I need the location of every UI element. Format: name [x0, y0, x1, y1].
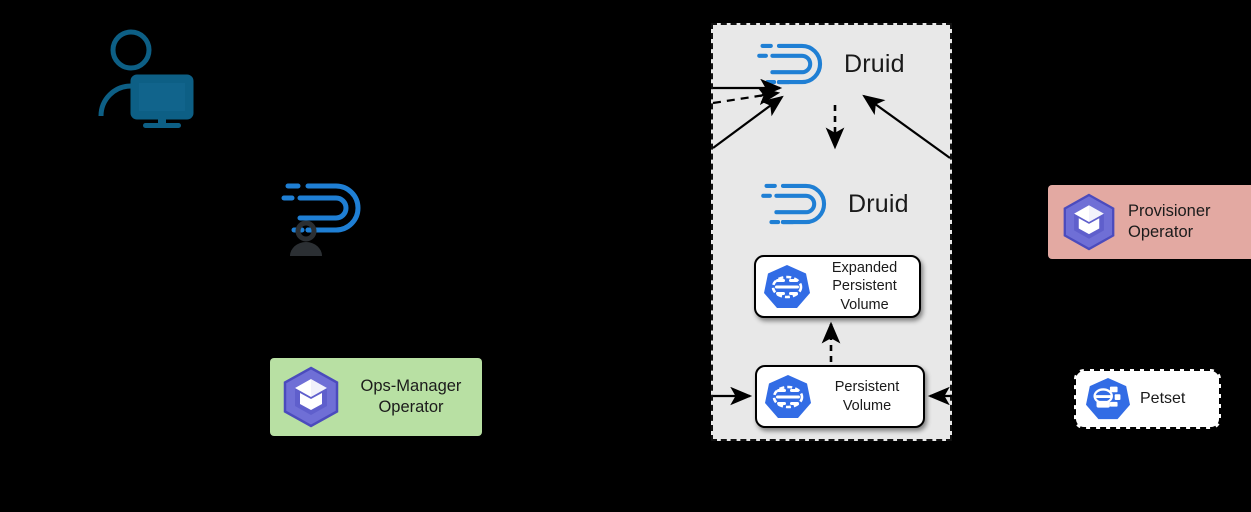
provisioner-operator-chip[interactable]: Provisioner Operator — [1048, 185, 1251, 259]
user-at-computer-icon — [95, 28, 195, 128]
ops-manager-operator-label: Ops-Manager Operator — [340, 376, 482, 419]
ops-manager-line-2: Operator — [378, 398, 444, 416]
epv-line-2: Persistent — [832, 278, 897, 295]
person-icon — [286, 220, 326, 258]
cluster-druid-top-label: Druid — [844, 49, 905, 78]
operator-hexagon-icon — [1062, 193, 1116, 251]
epv-line-1: Expanded — [831, 259, 898, 276]
cluster-druid-top: Druid — [756, 38, 905, 90]
provisioner-operator-label: Provisioner Operator — [1116, 201, 1251, 244]
cluster-druid-bottom: Druid — [760, 178, 909, 230]
druid-logo-icon — [760, 178, 838, 230]
expanded-persistent-volume-label: Expanded Persistent Volume — [810, 259, 919, 315]
cluster-druid-bottom-label: Druid — [848, 189, 909, 218]
epv-line-3: Volume — [840, 296, 889, 313]
ops-manager-line-1: Ops-Manager — [360, 376, 462, 395]
petset-label: Petset — [1140, 389, 1186, 407]
operator-hexagon-icon — [282, 366, 340, 428]
kubernetes-persistent-volume-icon — [764, 264, 810, 310]
druid-logo-icon — [756, 38, 834, 90]
persistent-volume-node[interactable]: Persistent Volume — [755, 365, 925, 428]
kubernetes-persistent-volume-icon — [765, 374, 811, 420]
provisioner-line-1: Provisioner — [1128, 201, 1211, 220]
persistent-volume-label: Persistent Volume — [811, 378, 923, 415]
petset-node[interactable]: Petset — [1074, 369, 1221, 429]
provisioner-line-2: Operator — [1128, 223, 1194, 241]
expanded-persistent-volume-node[interactable]: Expanded Persistent Volume — [754, 255, 921, 318]
pv-line-2: Volume — [842, 397, 892, 414]
kubernetes-petset-icon — [1086, 377, 1130, 421]
pv-line-1: Persistent — [834, 378, 900, 395]
ops-manager-operator-chip[interactable]: Ops-Manager Operator — [270, 358, 482, 436]
